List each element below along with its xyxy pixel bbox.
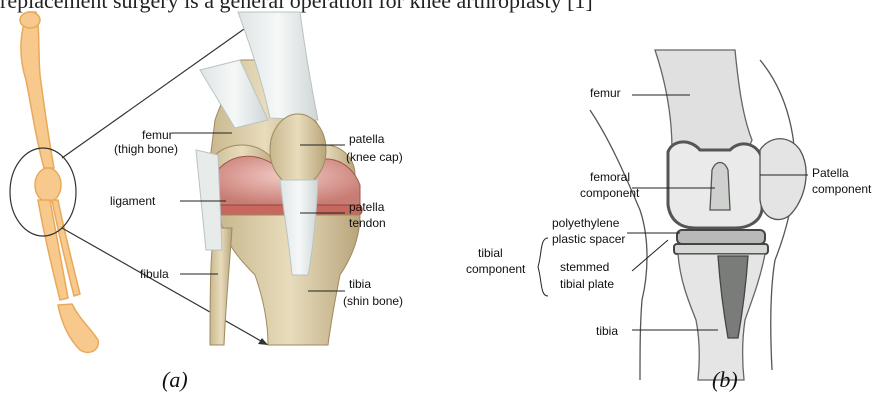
label-femur-a: femur [142, 128, 173, 142]
label-femur-b: femur [590, 86, 621, 100]
arrow-head-bottom [258, 338, 268, 345]
label-patella-comp-1: Patella [812, 166, 849, 180]
label-poly-1: polyethylene [552, 216, 619, 230]
label-tibial-comp-1: tibial [478, 246, 503, 260]
label-patella-sub: (knee cap) [346, 150, 403, 164]
label-femoral-2: component [580, 186, 639, 200]
knee-anatomy [196, 12, 362, 345]
label-stem-1: stemmed [560, 260, 609, 274]
label-patella-tendon-1: patella [349, 200, 384, 214]
label-tibia-b: tibia [596, 324, 618, 338]
label-tibia-a: tibia [349, 277, 371, 291]
caption-b: (b) [712, 367, 738, 393]
label-femoral-1: femoral [590, 170, 630, 184]
label-patella-tendon-2: tendon [349, 216, 386, 230]
label-stem-2: tibial plate [560, 277, 614, 291]
label-patella-comp-2: component [812, 182, 871, 196]
label-patella: patella [349, 132, 384, 146]
label-poly-2: plastic spacer [552, 232, 625, 246]
label-fibula: fibula [140, 267, 169, 281]
label-ligament: ligament [110, 194, 155, 208]
label-tibial-comp-2: component [466, 262, 525, 276]
label-femur-sub-a: (thigh bone) [114, 142, 178, 156]
caption-a: (a) [162, 367, 188, 393]
skeleton-leg [20, 12, 98, 352]
label-tibia-sub-a: (shin bone) [343, 294, 403, 308]
